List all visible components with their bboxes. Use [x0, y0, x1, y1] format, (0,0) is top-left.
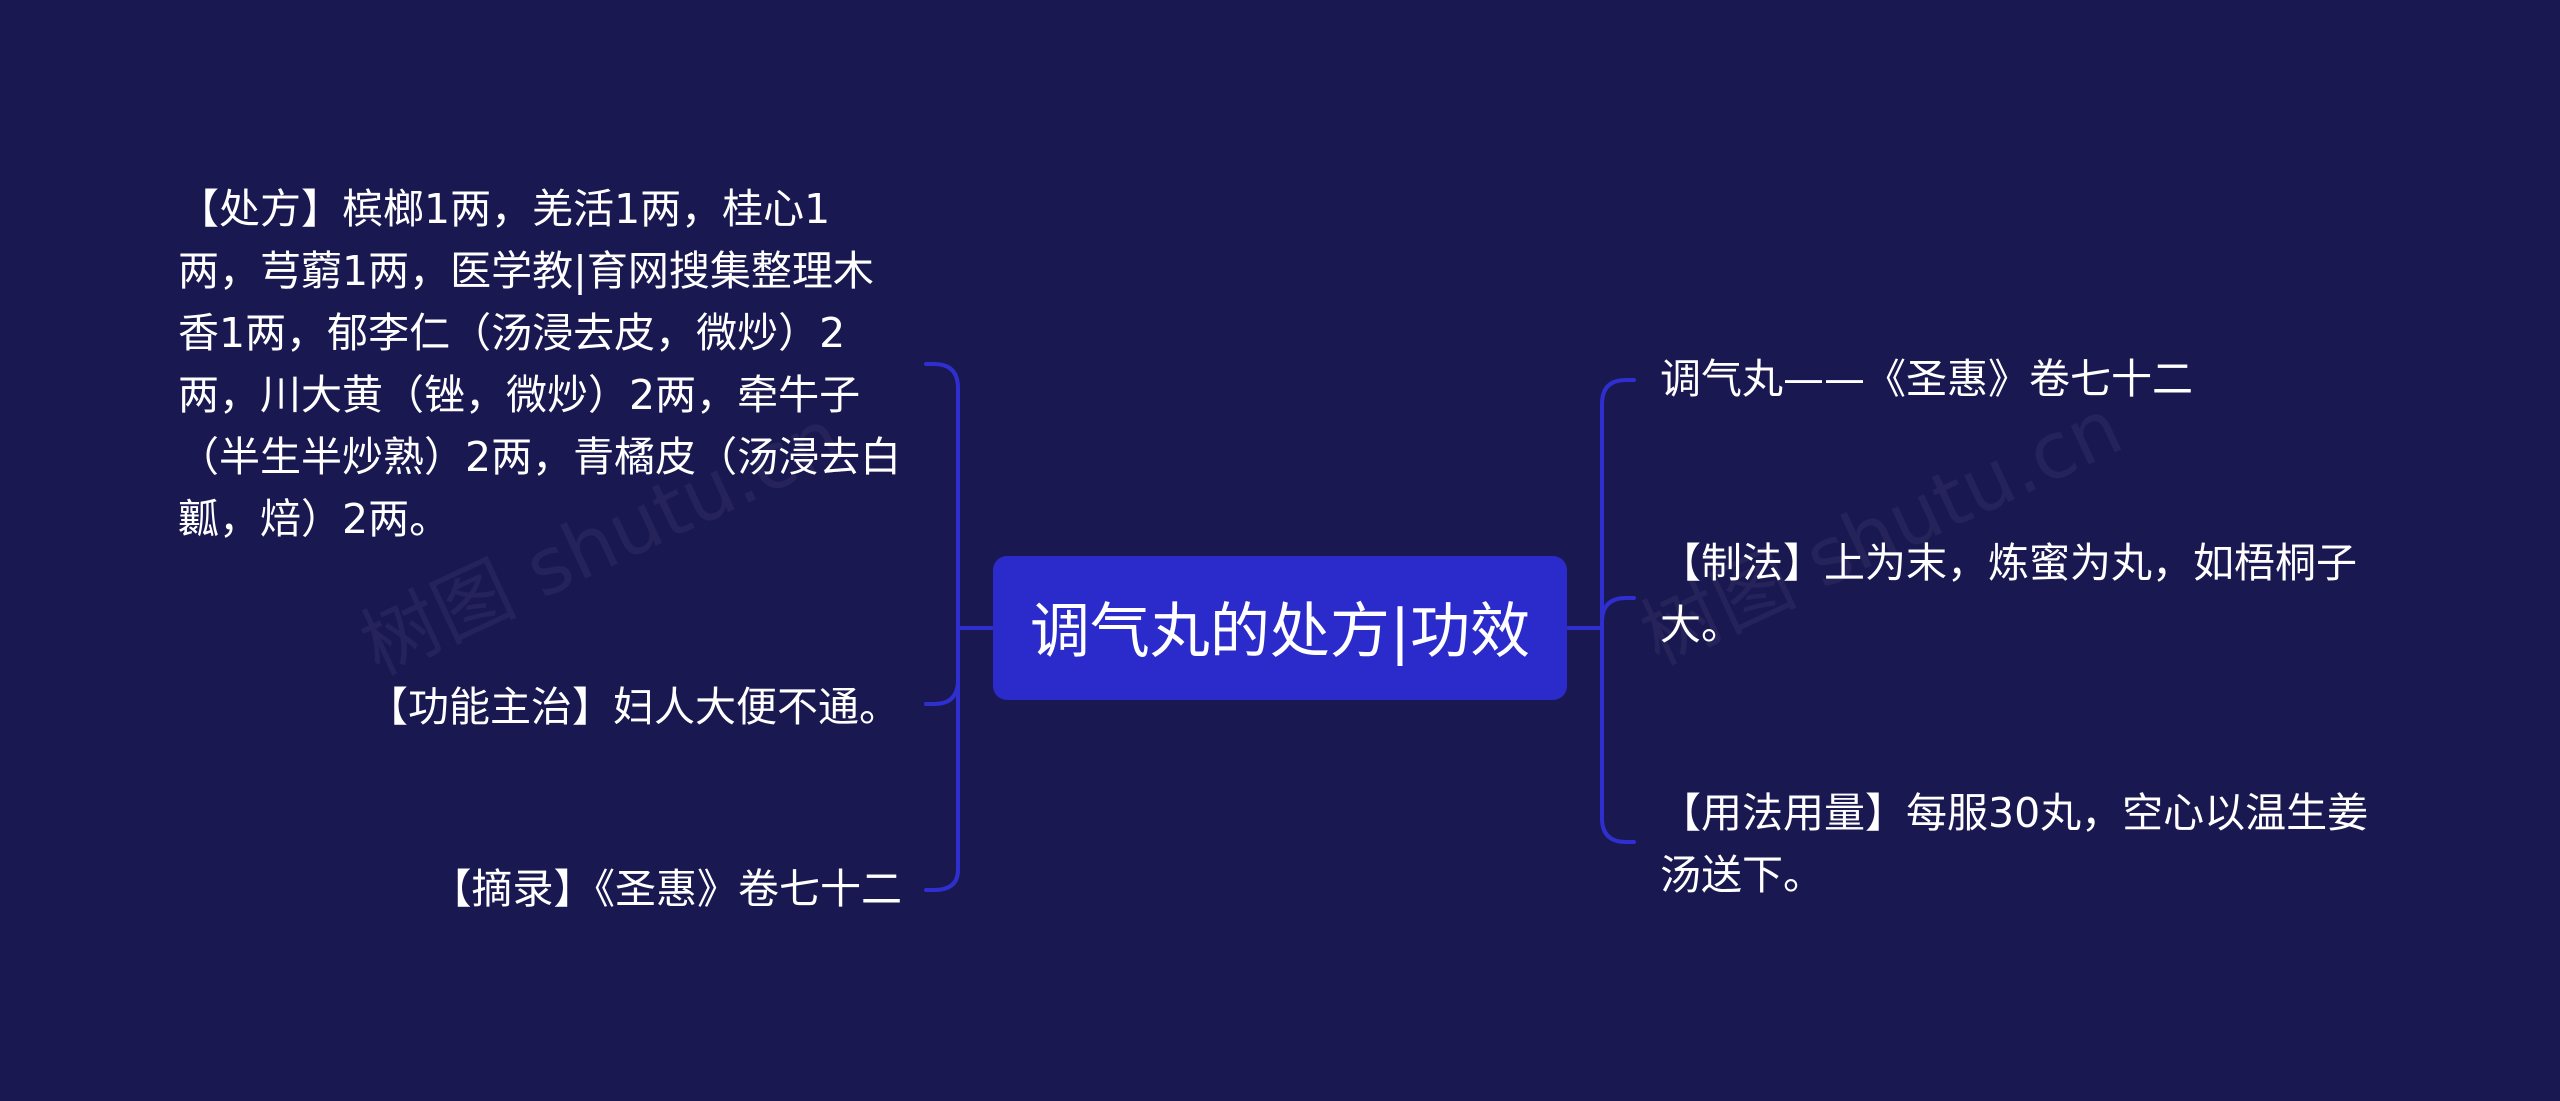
preparation-node[interactable]: 【制法】上为末，炼蜜为丸，如梧桐子大。 [1660, 532, 2380, 656]
function-node[interactable]: 【功能主治】妇人大便不通。 [240, 676, 900, 738]
usage-text: 【用法用量】每服30丸，空心以温生姜汤送下。 [1660, 789, 2369, 899]
preparation-text: 【制法】上为末，炼蜜为丸，如梧桐子大。 [1660, 539, 2357, 649]
connector-to-function [924, 678, 960, 706]
connector-to-title-ref [1600, 378, 1636, 406]
connector-to-usage [1600, 816, 1636, 844]
formula-node[interactable]: 【处方】槟榔1两，羌活1两，桂心1两，芎藭1两，医学教|育网搜集整理木香1两，郁… [178, 178, 908, 550]
connector-to-source [924, 868, 960, 892]
function-text: 【功能主治】妇人大便不通。 [367, 683, 900, 731]
center-topic-node[interactable]: 调气丸的处方|功效 [993, 556, 1567, 700]
source-text: 【摘录】《圣惠》卷七十二 [430, 865, 903, 913]
title-reference-text: 调气丸——《圣惠》卷七十二 [1660, 355, 2193, 403]
connector-to-preparation [1600, 596, 1636, 624]
usage-node[interactable]: 【用法用量】每服30丸，空心以温生姜汤送下。 [1660, 782, 2400, 906]
title-reference-node[interactable]: 调气丸——《圣惠》卷七十二 [1660, 348, 2460, 410]
center-topic-label: 调气丸的处方|功效 [1029, 596, 1531, 667]
source-node[interactable]: 【摘录】《圣惠》卷七十二 [240, 858, 903, 920]
formula-text: 【处方】槟榔1两，羌活1两，桂心1两，芎藭1两，医学教|育网搜集整理木香1两，郁… [178, 185, 902, 543]
connector-to-formula [924, 362, 960, 390]
